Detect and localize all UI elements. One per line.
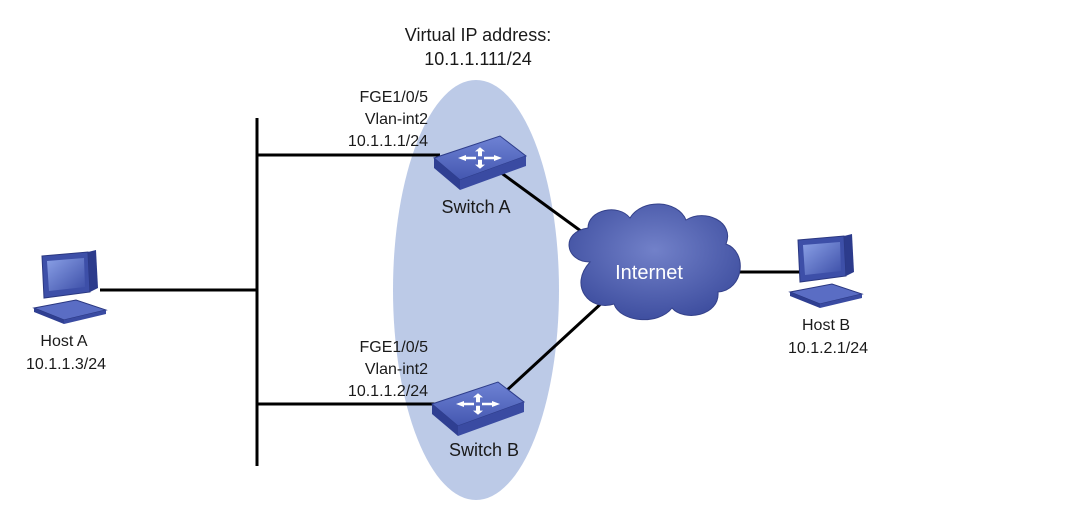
switch-b-name: Switch B	[449, 440, 519, 460]
switch-icon	[430, 381, 526, 436]
internet-label: Internet	[615, 262, 683, 284]
virtual-ip-label: Virtual IP address:	[405, 25, 551, 45]
computer-icon	[32, 250, 108, 324]
switch-b-vlan: Vlan-int2	[365, 361, 428, 378]
host-a-ip: 10.1.1.3/24	[26, 356, 106, 373]
computer-icon	[788, 234, 864, 308]
switch-b-port: FGE1/0/5	[360, 339, 429, 356]
switch-b-ip: 10.1.1.2/24	[348, 383, 428, 400]
switch-a-ip: 10.1.1.1/24	[348, 133, 428, 150]
switch-a-port: FGE1/0/5	[360, 89, 429, 106]
host-a-name: Host A	[40, 333, 87, 350]
cloud-icon	[568, 203, 741, 321]
switch-a-vlan: Vlan-int2	[365, 111, 428, 128]
virtual-ip-value: 10.1.1.111/24	[424, 49, 531, 69]
switch-a-name: Switch A	[441, 197, 510, 217]
switch-icon	[432, 135, 528, 190]
host-b-ip: 10.1.2.1/24	[788, 340, 868, 357]
link-switch-b-internet	[503, 298, 607, 394]
host-b-name: Host B	[802, 317, 850, 334]
